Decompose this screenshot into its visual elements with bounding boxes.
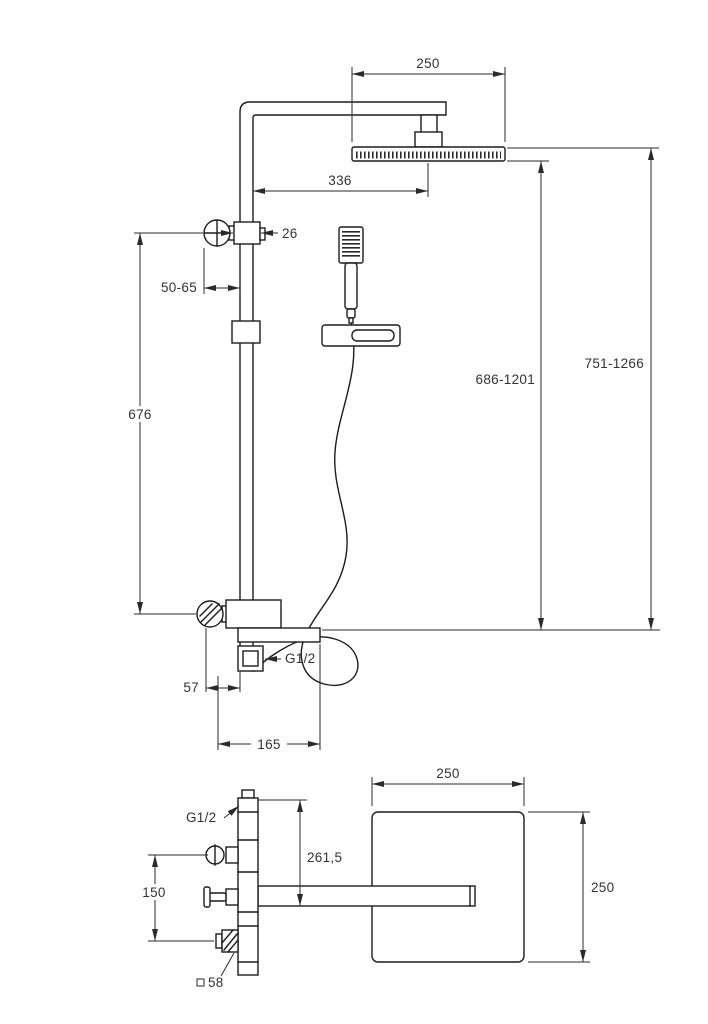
dim-label-total-height-range: 751-1266 [585,356,644,371]
hose-outlet [237,645,264,672]
dim-label-side-height: 261,5 [307,850,342,865]
thread-callout-side: G1/2 [186,805,240,825]
dim-wall-distance: 50-65 [161,246,241,295]
side-arm [257,885,476,907]
dim-profile-size: 58 [196,952,235,990]
dim-side-height: 261,5 [258,799,342,906]
dim-label-side-head-depth: 250 [591,880,614,895]
dim-label-knob-spacing: 150 [142,885,165,900]
hand-shower [338,226,364,324]
wall-bracket [203,219,266,247]
dim-head-height-range: 686-1201 [476,160,549,630]
dim-label-head-height-range: 686-1201 [476,372,535,387]
dim-label-pipe-width: 26 [282,226,298,241]
dim-side-head-depth: 250 [528,811,614,963]
dim-knob-offset: 57 [183,628,241,695]
slider-clamp [231,320,261,344]
side-knob-middle [203,886,239,908]
thread-label-side: G1/2 [186,810,216,825]
thread-callout-front: G1/2 [265,651,315,666]
dim-arm-offset: 336 [253,163,429,197]
spout [237,627,321,643]
side-knob-bottom [215,929,239,953]
dim-label-knob-offset: 57 [183,680,199,695]
dim-spout-length: 165 [217,644,321,752]
side-column [237,789,259,976]
dim-label-arm-offset: 336 [328,173,351,188]
dim-label-column-height: 676 [128,407,151,422]
dim-knob-spacing: 150 [137,854,214,942]
dim-label-head-width: 250 [416,56,439,71]
dim-column-height: 676 [123,232,203,615]
dim-pipe-width: 26 [216,226,298,241]
dim-label-spout-length: 165 [257,737,280,752]
thread-label-front: G1/2 [285,651,315,666]
overhead-shower-assembly [351,114,506,162]
dim-total-height-range: 751-1266 [322,147,660,631]
square-section-symbol [196,978,205,987]
dim-head-width: 250 [351,56,506,142]
shower-column [239,101,447,672]
side-knob-hatch [221,929,239,953]
dim-label-side-head-width: 250 [436,766,459,781]
mixer [196,599,321,672]
dim-label-wall-distance: 50-65 [161,280,197,295]
mixer-knob-hatch [199,603,223,626]
hand-shower-holder [321,324,401,347]
dim-side-head-width: 250 [371,766,525,806]
side-knob-top [205,844,239,866]
dim-label-profile-size: 58 [208,975,224,990]
